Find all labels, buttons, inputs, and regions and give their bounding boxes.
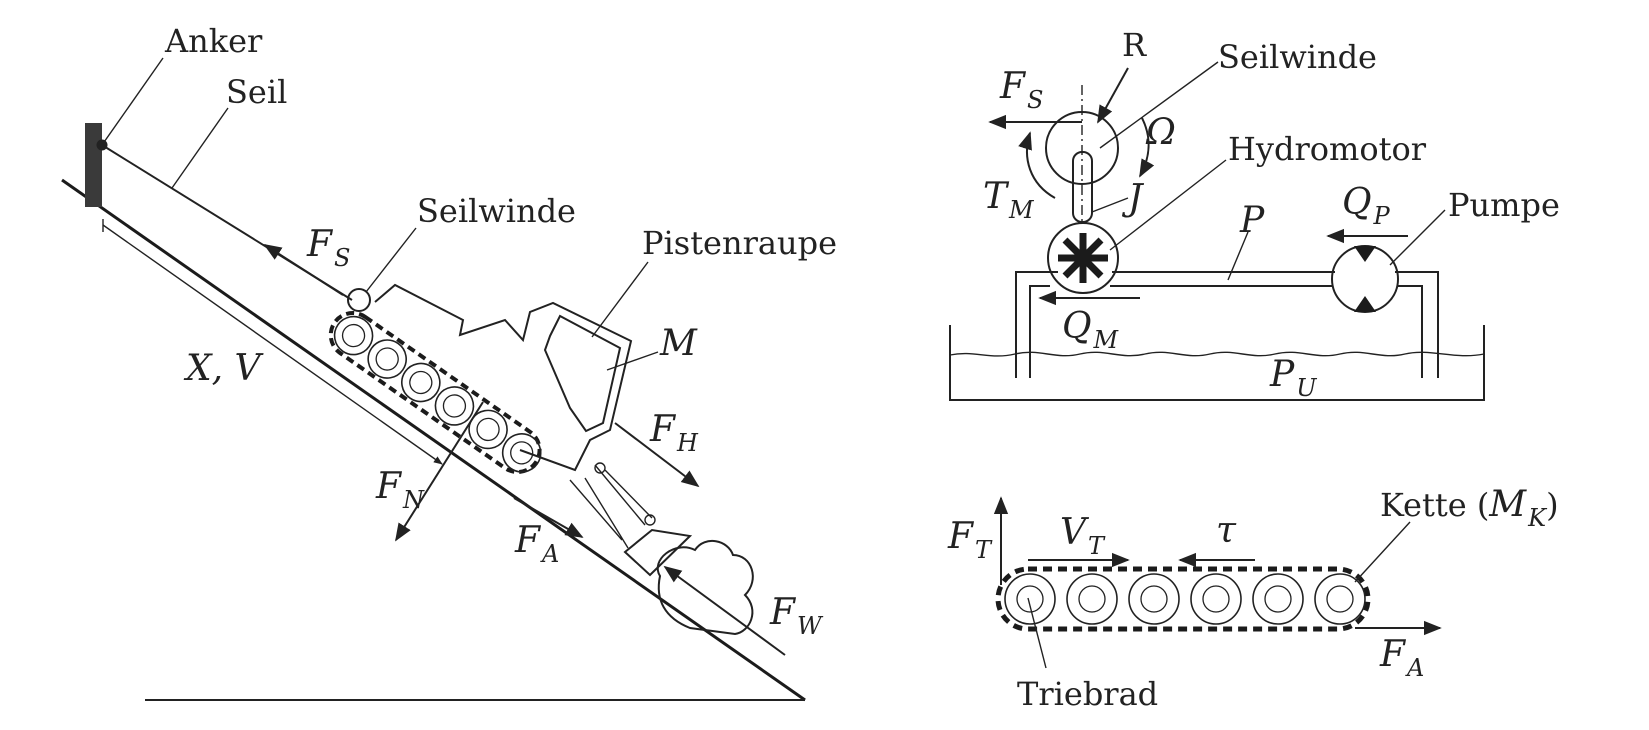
- mass-label: M: [659, 323, 698, 364]
- triebrad-pointer: [1027, 597, 1047, 669]
- track-wheel-inner: [1202, 585, 1230, 613]
- groomer-wheel-outer: [501, 433, 542, 473]
- mass-pointer: [606, 351, 659, 371]
- j-label: J: [1121, 178, 1145, 219]
- track-wheel-outer: [1190, 573, 1242, 625]
- winch-drum: [347, 288, 371, 312]
- fn-label: FN: [375, 466, 425, 514]
- kette-pointer: [1354, 521, 1411, 583]
- hydromotor-pointer: [1109, 159, 1227, 251]
- tiller-joint-2: [644, 514, 656, 526]
- tiller-arms: [569, 464, 653, 549]
- pistenraupe-pointer: [591, 261, 649, 338]
- seil-label: Seil: [226, 73, 287, 111]
- track-wheel-outer: [1314, 573, 1366, 625]
- track-wheel-inner: [1264, 585, 1292, 613]
- pump-triangle-bottom: [1354, 296, 1376, 312]
- groomer-wheel-inner: [442, 394, 467, 418]
- fw-label: FW: [769, 592, 824, 640]
- tm-label: TM: [983, 176, 1035, 224]
- groomer-wheel-inner: [409, 370, 433, 395]
- track-wheel-outer: [1252, 573, 1304, 625]
- pipe-inner: [1029, 285, 1423, 378]
- tm-arrow: [1018, 131, 1056, 199]
- fs-arrow: [263, 244, 344, 296]
- pu-label: PU: [1269, 354, 1317, 402]
- fw-arrow: [663, 565, 786, 656]
- pistenraupe-label: Pistenraupe: [642, 224, 837, 262]
- j-pointer: [1091, 197, 1129, 213]
- groomer-wheel-outer: [333, 315, 374, 356]
- groomer-wheel-inner: [341, 323, 366, 348]
- pipe-outer: [1015, 271, 1439, 378]
- qm-label: QM: [1062, 306, 1120, 354]
- fn-arrow: [395, 401, 484, 542]
- groomer-wheel-inner: [375, 347, 399, 371]
- groomer-body: [347, 283, 754, 636]
- anker-label: Anker: [164, 22, 263, 60]
- slope-line: [61, 178, 806, 702]
- fa-label: FA: [514, 520, 559, 568]
- track-wheel-inner: [1140, 585, 1168, 613]
- slope-diagram: Anker Seil Seilwinde Pistenraupe M X, V …: [61, 22, 837, 702]
- fh-arrow: [614, 422, 700, 488]
- seilwinde-top-pointer: [1099, 61, 1219, 149]
- omega-label: Ω: [1145, 112, 1176, 153]
- track-wheel-outer: [1066, 573, 1118, 625]
- snow-pile: [656, 540, 754, 636]
- groomer-track: [328, 311, 542, 475]
- pump-triangle-top: [1354, 246, 1376, 262]
- r-arrow: [1097, 67, 1129, 124]
- groomer-wheel-inner: [510, 441, 534, 465]
- seilwinde-pointer: [365, 227, 417, 293]
- groomer-wheel-inner: [476, 417, 500, 442]
- fa-bottom-label: FA: [1379, 634, 1424, 682]
- hydromotor-star: [1058, 233, 1108, 283]
- groomer-wheel-outer: [367, 339, 407, 379]
- track-wheel-outer: [1128, 573, 1180, 625]
- seil-pointer: [171, 107, 229, 189]
- groomer-wheel-outer: [401, 362, 441, 403]
- track-wheels: [1004, 573, 1366, 625]
- triebrad-label: Triebrad: [1017, 675, 1158, 713]
- position-velocity-label: X, V: [183, 348, 265, 389]
- fs-top-label: FS: [999, 66, 1043, 114]
- seilwinde-top-label: Seilwinde: [1218, 38, 1377, 76]
- p-label: P: [1239, 200, 1265, 241]
- track-wheel-inner: [1078, 585, 1106, 613]
- track-wheel-inner: [1326, 585, 1354, 613]
- position-arrow: [102, 224, 443, 465]
- vt-label: VT: [1060, 512, 1106, 560]
- tiller-joint: [594, 462, 606, 474]
- kette-label: Kette (MK): [1380, 484, 1559, 532]
- hydraulic-diagram: R Seilwinde Hydromotor Pumpe Ω J P FS TM…: [949, 26, 1560, 402]
- fs-label: FS: [306, 224, 350, 272]
- groomer-cab-window: [543, 314, 622, 433]
- hydromotor-label: Hydromotor: [1228, 130, 1427, 168]
- omega-arrow: [1139, 117, 1155, 178]
- track-chain: [995, 566, 1371, 632]
- fa-arrow: [513, 497, 584, 538]
- groomer-hull: [374, 283, 633, 472]
- anker-pointer: [101, 57, 164, 146]
- tau-label: τ: [1216, 510, 1237, 551]
- ft-label: FT: [947, 516, 993, 564]
- tank: [949, 325, 1485, 401]
- track-wheel-outer: [1004, 573, 1056, 625]
- track-wheel-inner: [1016, 585, 1044, 613]
- fh-label: FH: [649, 409, 699, 457]
- pumpe-label: Pumpe: [1448, 186, 1560, 224]
- pumpe-pointer: [1389, 209, 1446, 266]
- qp-label: QP: [1342, 182, 1391, 230]
- fluid-surface: [949, 351, 1485, 357]
- groomer-wheel-outer: [434, 386, 475, 426]
- seilwinde-label: Seilwinde: [417, 192, 576, 230]
- anchor-post: [85, 123, 102, 207]
- r-label: R: [1122, 26, 1147, 64]
- track-diagram: Kette (MK) Triebrad τ FT VT FA: [947, 484, 1559, 713]
- tiller-blade: [623, 528, 693, 577]
- p-pointer: [1227, 231, 1249, 281]
